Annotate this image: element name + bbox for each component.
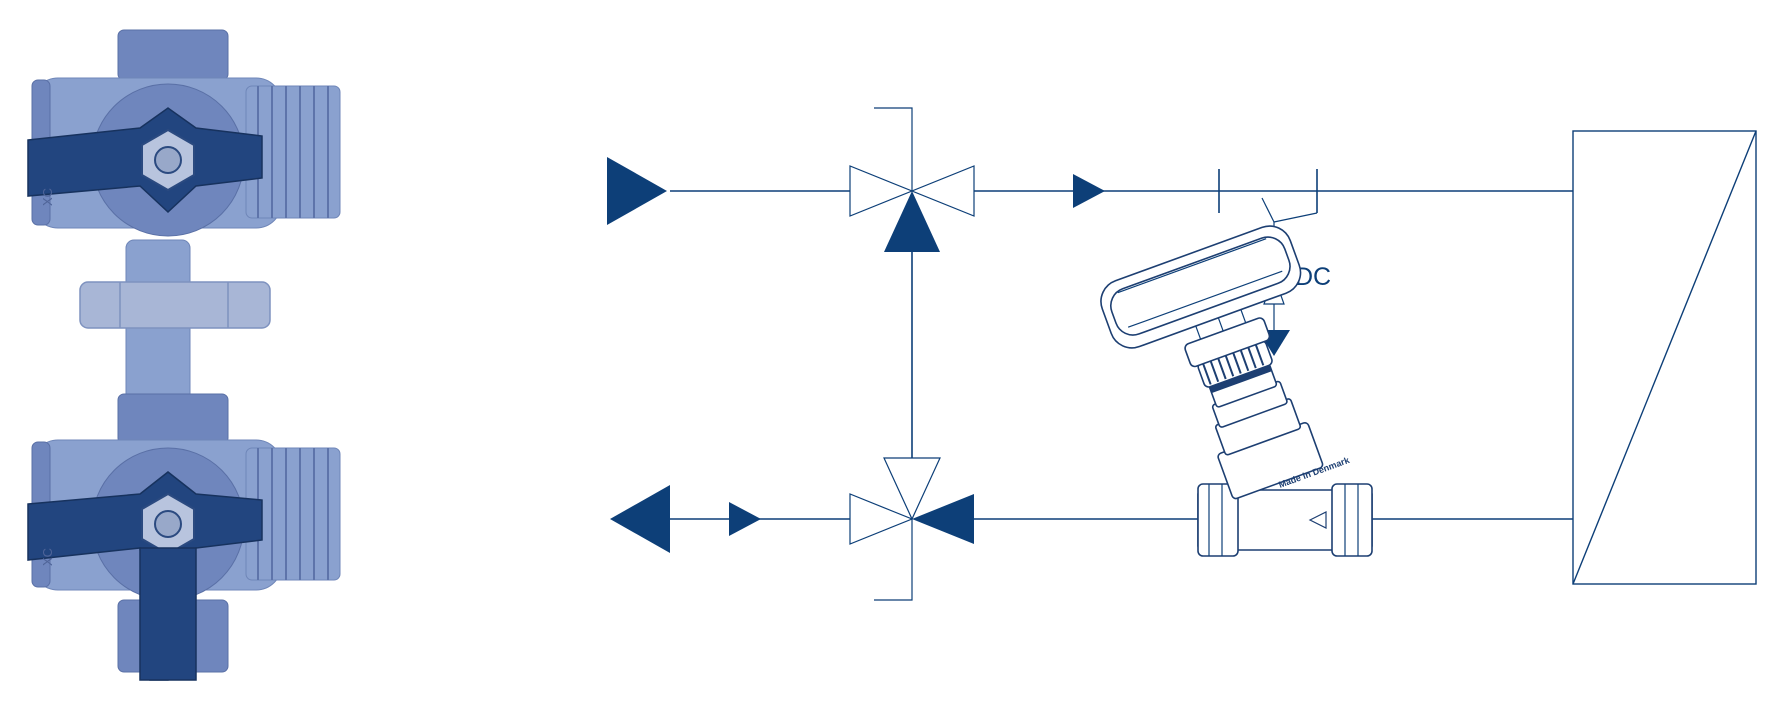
flow-direction-mark-icon (1308, 511, 1327, 529)
upper-ball-valve: XC (27, 29, 341, 237)
svg-text:XC: XC (40, 188, 55, 206)
return-outlet-arrow-icon (610, 485, 670, 553)
supply-inlet-arrow-icon (607, 157, 667, 225)
lower-three-way-valve-icon (849, 457, 974, 545)
return-flow-arrow-icon (729, 502, 761, 536)
svg-text:XC: XC (40, 548, 55, 566)
lower-ball-valve: XC (27, 393, 341, 681)
double-ball-valve-photo-icon: XC XC (27, 29, 341, 681)
tap-connector-2 (1273, 212, 1318, 223)
balancing-valve-icon: Made in Denmark (1100, 225, 1373, 557)
drain-valve-label: DC (1295, 263, 1331, 291)
upper-three-way-valve-icon (849, 165, 975, 252)
lower-valve-stem (874, 519, 913, 601)
tap-connector (1261, 197, 1275, 223)
heat-exchanger-icon (1572, 130, 1757, 585)
supply-flow-arrow-icon (1073, 174, 1105, 208)
union-nut (79, 281, 271, 329)
upper-valve-stem (874, 107, 913, 191)
